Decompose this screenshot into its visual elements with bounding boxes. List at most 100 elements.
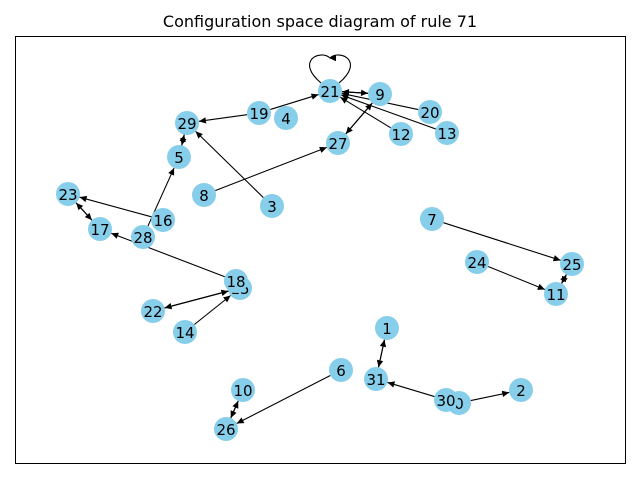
node-label-9: 9: [375, 86, 385, 104]
edge-7-to-25: [443, 222, 561, 262]
node-label-30: 30: [436, 392, 455, 410]
node-label-4: 4: [281, 110, 291, 128]
node-label-5: 5: [174, 149, 184, 167]
node-30: 30: [434, 388, 458, 412]
edge-line-19-to-21: [270, 94, 319, 110]
node-8: 8: [192, 183, 216, 207]
edge-line-14-to-15: [194, 295, 231, 325]
node-9: 9: [368, 82, 392, 106]
edge-19-to-29: [198, 114, 248, 124]
node-circle-28: [131, 225, 155, 249]
edge-arrow-25-to-11: [561, 275, 568, 284]
edge-line-7-to-25: [443, 222, 561, 261]
node-circle-29: [175, 111, 199, 135]
node-19: 19: [247, 101, 271, 125]
edge-arrow-30-to-31: [387, 381, 396, 388]
node-label-24: 24: [467, 254, 486, 272]
node-circle-2: [509, 378, 533, 402]
node-label-16: 16: [153, 212, 172, 230]
node-4: 4: [274, 106, 298, 130]
edge-0-to-2: [470, 390, 510, 402]
edge-arrow-29-to-5: [180, 137, 187, 146]
node-10: 10: [231, 378, 255, 402]
node-circle-14: [173, 320, 197, 344]
edge-30-to-31: [387, 381, 435, 398]
node-circle-12: [389, 122, 413, 146]
edge-arrow-17-to-23: [76, 202, 84, 211]
node-label-17: 17: [90, 221, 109, 239]
edge-19-to-21: [270, 93, 319, 110]
edge-18-to-17: [111, 232, 225, 278]
node-circle-27: [326, 131, 350, 155]
node-circle-9: [368, 82, 392, 106]
node-circle-7: [420, 207, 444, 231]
node-label-11: 11: [546, 286, 565, 304]
node-circle-31: [364, 367, 388, 391]
node-circle-5: [167, 145, 191, 169]
node-label-13: 13: [437, 125, 456, 143]
node-label-22: 22: [143, 303, 162, 321]
edge-line-24-to-11: [487, 265, 546, 291]
edge-arrow-6-to-26: [236, 417, 245, 424]
node-14: 14: [173, 320, 197, 344]
edge-arrow-3-to-29: [195, 131, 203, 139]
edge-arrow-16-to-23: [79, 195, 88, 203]
node-23: 23: [56, 182, 80, 206]
node-label-26: 26: [216, 421, 235, 439]
node-18: 18: [224, 269, 248, 293]
edge-8-to-27: [214, 146, 328, 192]
edge-arrow-8-to-27: [319, 146, 327, 153]
node-label-18: 18: [226, 273, 245, 291]
edge-line-30-to-31: [387, 381, 435, 398]
node-27: 27: [326, 131, 350, 155]
edge-arrow-7-to-25: [552, 255, 561, 262]
node-25: 25: [560, 252, 584, 276]
node-label-8: 8: [199, 187, 209, 205]
edge-line-12-to-21: [339, 96, 392, 129]
edge-line-3-to-29: [195, 130, 264, 199]
node-circle-30: [434, 388, 458, 412]
node-22: 22: [141, 299, 165, 323]
node-2: 2: [509, 378, 533, 402]
nodes-layer: 0123456789101112131415161718192021222324…: [56, 79, 584, 441]
edge-arrow-1-to-31: [376, 359, 384, 368]
node-20: 20: [418, 100, 442, 124]
edge-13-to-21: [341, 94, 436, 130]
edge-arrow-22-to-15: [220, 289, 229, 296]
edge-arrow-24-to-11: [537, 283, 545, 290]
node-circle-25: [560, 252, 584, 276]
node-label-27: 27: [328, 135, 347, 153]
node-11: 11: [544, 282, 568, 306]
edge-line-13-to-21: [341, 94, 436, 130]
node-label-10: 10: [233, 382, 252, 400]
edge-arrow-19-to-21: [310, 93, 319, 100]
node-1: 1: [375, 316, 399, 340]
node-circle-10: [231, 378, 255, 402]
node-label-14: 14: [175, 324, 194, 342]
edge-line-8-to-27: [214, 146, 328, 192]
node-circle-19: [247, 101, 271, 125]
edge-arrow-19-to-29: [198, 117, 207, 124]
node-5: 5: [167, 145, 191, 169]
node-circle-21: [318, 79, 342, 103]
edge-arrow-28-to-5: [168, 167, 175, 176]
node-circle-22: [141, 299, 165, 323]
edge-line-22-to-15: [164, 290, 229, 309]
node-circle-11: [544, 282, 568, 306]
edge-arrow-13-to-21: [341, 94, 349, 101]
edge-29-to-5: [180, 134, 187, 146]
node-13: 13: [435, 121, 459, 145]
edge-arrow-0-to-2: [501, 390, 510, 398]
node-16: 16: [151, 208, 175, 232]
node-label-19: 19: [249, 105, 268, 123]
edge-26-to-10: [230, 400, 239, 419]
edge-line-6-to-26: [236, 374, 331, 425]
node-circle-1: [375, 316, 399, 340]
node-label-12: 12: [391, 126, 410, 144]
edge-arrow-27-to-9: [365, 103, 373, 111]
node-12: 12: [389, 122, 413, 146]
node-26: 26: [214, 417, 238, 441]
node-circle-20: [418, 100, 442, 124]
node-29: 29: [175, 111, 199, 135]
